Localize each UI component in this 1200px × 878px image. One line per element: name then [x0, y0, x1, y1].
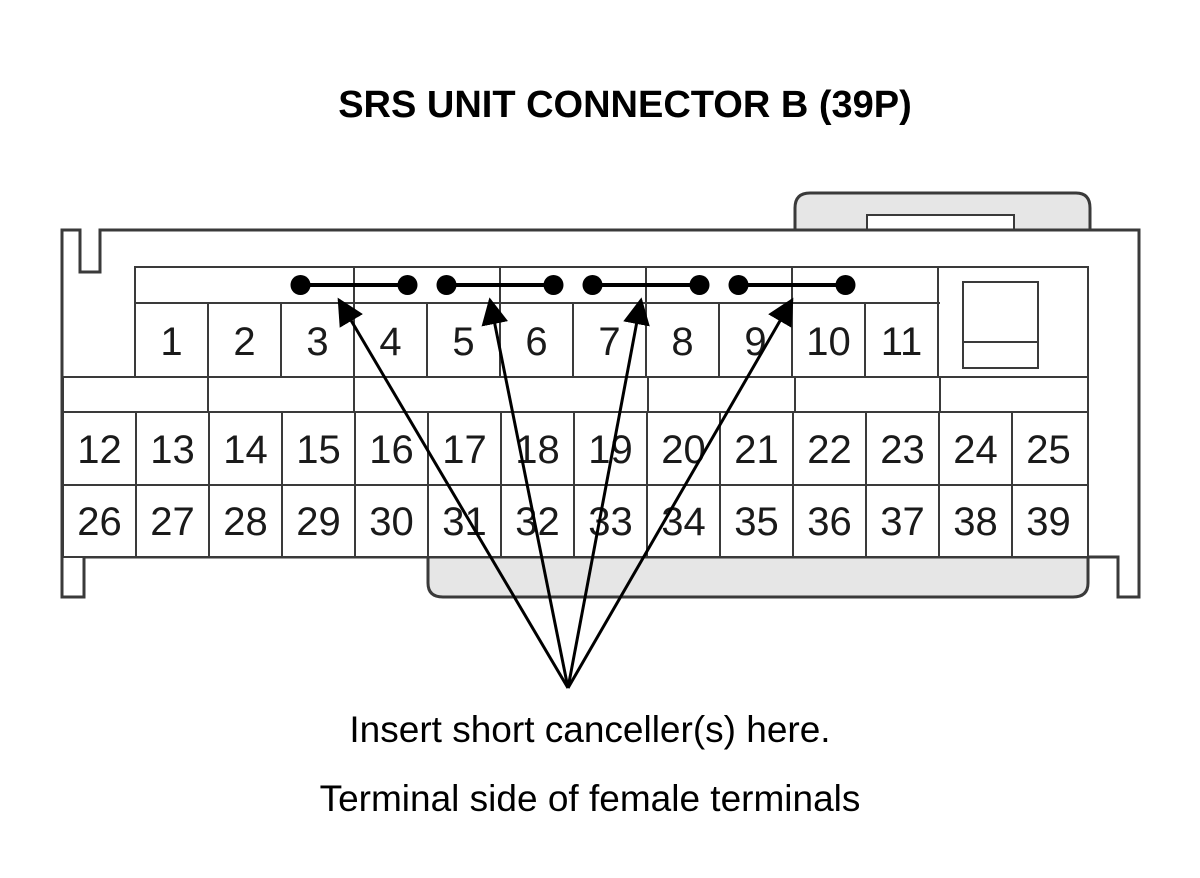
short-bar-dot [582, 275, 603, 295]
short-bar-dot [689, 275, 710, 295]
pointer-arrows [337, 297, 794, 689]
pin-label-4: 4 [379, 320, 401, 364]
pin-label-16: 16 [369, 428, 414, 472]
instruction-text: Insert short canceller(s) here. [349, 709, 831, 750]
pin-label-37: 37 [880, 500, 925, 544]
pin-label-2: 2 [233, 320, 255, 364]
grid-lines [63, 267, 1088, 557]
pin-label-15: 15 [296, 428, 341, 472]
pin-label-24: 24 [953, 428, 998, 472]
cavity-block-lower [62, 376, 1089, 558]
pin-label-21: 21 [734, 428, 779, 472]
pointer-arrow [566, 297, 794, 689]
pin-label-7: 7 [598, 320, 620, 364]
pin-label-22: 22 [807, 428, 852, 472]
pin-label-28: 28 [223, 500, 268, 544]
pin-label-35: 35 [734, 500, 779, 544]
short-bar-5-6 [436, 275, 564, 295]
pin-label-27: 27 [150, 500, 195, 544]
diagram-title: SRS UNIT CONNECTOR B (39P) [338, 84, 912, 126]
top-latch-slot [866, 214, 1015, 231]
pin-label-30: 30 [369, 500, 414, 544]
pin-label-14: 14 [223, 428, 268, 472]
pin-label-36: 36 [807, 500, 852, 544]
short-bar-3-4 [290, 275, 418, 295]
pin-label-12: 12 [77, 428, 122, 472]
pointer-arrow [481, 297, 570, 689]
pin-label-20: 20 [661, 428, 706, 472]
pointer-arrow [337, 297, 570, 689]
short-bar-7-8 [582, 275, 710, 295]
pin-label-10: 10 [806, 320, 851, 364]
short-bar-dot [543, 275, 564, 295]
pin-label-1: 1 [160, 320, 182, 364]
pin-label-6: 6 [525, 320, 547, 364]
short-bar-dot [835, 275, 856, 295]
pin-label-3: 3 [306, 320, 328, 364]
pin-label-26: 26 [77, 500, 122, 544]
short-bar-dot [290, 275, 311, 295]
pin-label-39: 39 [1026, 500, 1071, 544]
pin-label-17: 17 [442, 428, 487, 472]
bottom-latch [426, 557, 1090, 599]
pin-label-11: 11 [881, 320, 923, 364]
pin-label-38: 38 [953, 500, 998, 544]
footer-text: Terminal side of female terminals [319, 778, 861, 819]
short-bar-dot [728, 275, 749, 295]
pin-label-29: 29 [296, 500, 341, 544]
pin-label-13: 13 [150, 428, 195, 472]
lock-window [962, 281, 1039, 369]
short-bar-dot [397, 275, 418, 295]
short-bars [290, 275, 856, 295]
pointer-arrow [566, 297, 650, 689]
pin-label-25: 25 [1026, 428, 1071, 472]
pin-label-9: 9 [744, 320, 766, 364]
short-bar-9-10 [728, 275, 856, 295]
pin-label-23: 23 [880, 428, 925, 472]
short-bar-dot [436, 275, 457, 295]
pin-label-5: 5 [452, 320, 474, 364]
pin-label-8: 8 [671, 320, 693, 364]
pin-label-34: 34 [661, 500, 706, 544]
